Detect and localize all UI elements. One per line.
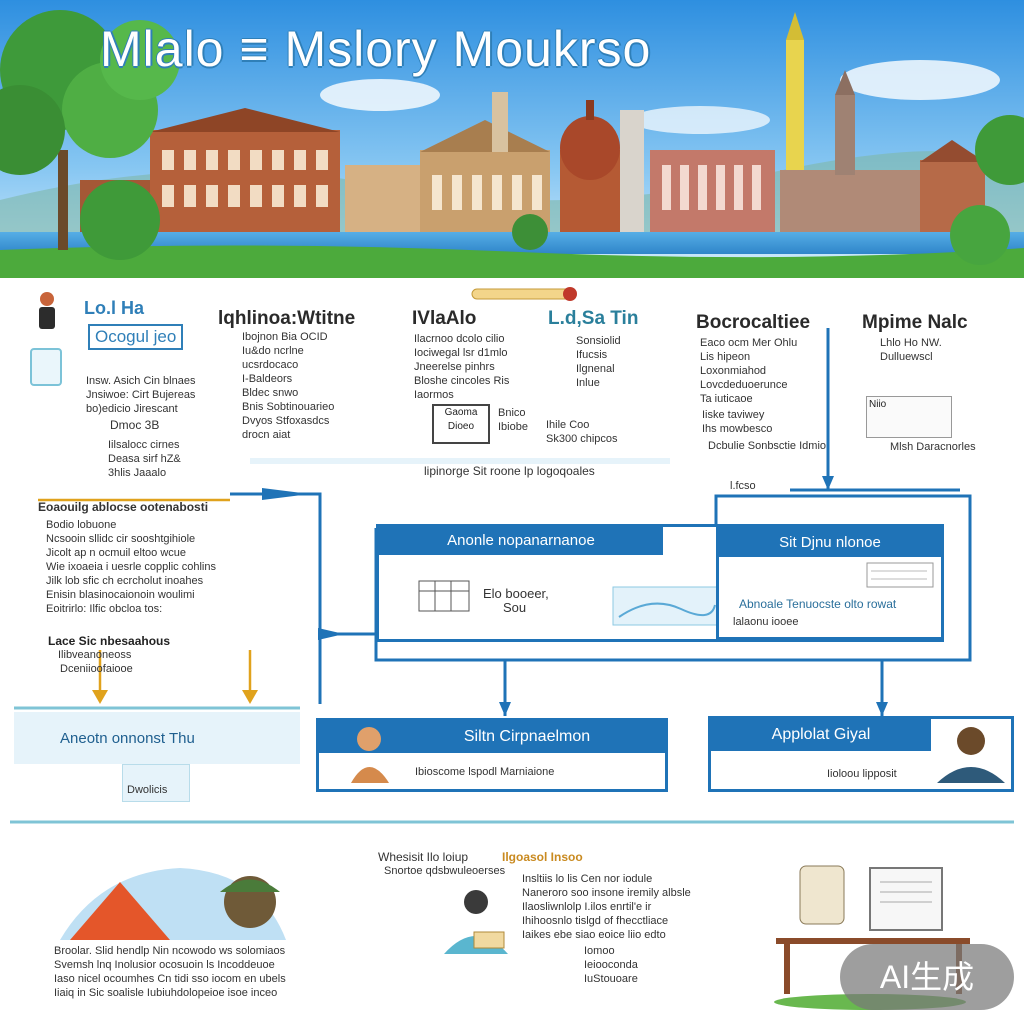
col6-lines: Lhlo Ho NW. Dulluewscl — [880, 337, 942, 363]
col2-lines: Ibojnon Bia OCID Iu&do ncrlne ucsrdocaco… — [242, 331, 335, 441]
scientist-icon — [444, 890, 508, 954]
ai-generated-badge: AI生成 — [840, 944, 1014, 1010]
left-card-title: Lo.l Ha — [84, 298, 145, 318]
col3-title: IVlaAlo — [412, 308, 477, 329]
skyline-illustration — [0, 0, 1024, 278]
right-box-foot: lalaonu iooee — [733, 616, 799, 628]
tree-left — [0, 10, 180, 260]
chart-sketch-icon — [866, 562, 934, 588]
col5-title: Bocrocaltiee — [696, 312, 811, 333]
footer-mid-sub: Snortoe qdsbwuleoerses — [384, 865, 506, 877]
explorer-illustration — [60, 868, 286, 940]
footer-left-text: Broolar. Slid hendlp Nin ncowodo ws solo… — [54, 945, 286, 999]
landscape-sketch-icon — [612, 586, 718, 626]
col4-foot: Ihile Coo Sk300 chipcos — [546, 419, 618, 445]
buildings — [80, 12, 985, 235]
col3-lines: Ilacrnoo dcolo cilio Iociwegal lsr d1mlo… — [414, 333, 510, 401]
left-card-subtitle: Ocogul jeo — [88, 324, 184, 350]
left-block-subtitle: Lace Sic nbesaahous — [48, 634, 171, 648]
left-block: Eoaouilg ablocse ootenabosti Bodio lobuo… — [38, 500, 238, 661]
tree-right — [950, 115, 1024, 265]
bottom-left-label: Aneotn onnonst Thu — [60, 730, 195, 747]
caption-strip — [250, 458, 670, 464]
banner-title: Mlalo ≡ Mslory Moukrso — [100, 21, 652, 77]
col3-box: Gaoma Dioeo — [432, 404, 490, 444]
bottom-left-card: Dwolicis — [122, 764, 190, 802]
bottom-right-header: Applolat Giyal — [711, 719, 931, 751]
left-card-tag: Dmoc 3B — [110, 418, 160, 432]
col4-lines: Sonsiolid Ifucsis Ilgnenal Inlue — [576, 335, 621, 389]
col3-foot: Bnico Ibiobe — [498, 407, 528, 433]
bottom-left-box: Aneotn onnonst Thu — [14, 712, 300, 764]
col6-foot: Mlsh Daracnorles — [890, 441, 976, 453]
left-block-sub3: Dceniioofaiooe — [60, 663, 133, 675]
bottom-right-box: Applolat Giyal Iioloou lipposit — [708, 716, 1014, 792]
col5-foot: Dcbulie Sonbsctie Idmio — [708, 440, 827, 452]
footer-mid-title1: Whesisit Ilo loiup — [378, 850, 469, 864]
small-tag: l.fcso — [730, 480, 756, 492]
scroll-icon — [471, 287, 577, 301]
document-icon — [30, 348, 62, 386]
col6-box: Niio — [866, 396, 952, 438]
mid-caption: lipinorge Sit roone lp logoqoales — [424, 464, 595, 478]
bottom-right-foot: Iioloou lipposit — [827, 768, 897, 780]
right-process-box: Sit Djnu nlonoe Abnoale Tenuocste olto r… — [716, 526, 944, 640]
footer-mid-foot: Iomoo Ieiooconda IuStouoare — [584, 945, 638, 985]
left-card: Lo.l Ha Ocogul jeo Insw. Asich Cin blnae… — [24, 288, 224, 488]
left-card-lines: Insw. Asich Cin blnaes Jnsiwoe: Cirt Buj… — [86, 375, 196, 415]
bottom-center-foot: Ibioscome lspodl Marniaione — [415, 766, 555, 778]
person-reading-icon — [937, 727, 1005, 783]
left-card-footer: Iilsalocc cirnes Deasa sirf hZ& 3hlis Ja… — [108, 439, 181, 479]
left-block-sub2: Ilibveanoneoss — [58, 649, 132, 661]
bottom-center-box: Siltn Cirpnaelmon Ibioscome lspodl Marni… — [316, 718, 668, 792]
col6-title: Mpime Nalc — [862, 312, 968, 333]
col2-title: lqhlinoa:Wtitne — [218, 308, 356, 329]
footer-mid-title2: Ilgoasol Insoo — [502, 850, 583, 864]
footer-mid-lines: Insltiis lo lis Cen nor iodule Naneroro … — [522, 873, 691, 941]
center-box-text: Elo booeer, Sou — [483, 586, 549, 615]
center-box-header: Anonle nopanarnanoe — [379, 527, 663, 555]
col5-sub-lines: Iiske taviwey Ihs mowbesco — [702, 409, 773, 435]
right-box-text: Abnoale Tenuocste olto rowat — [739, 597, 897, 611]
col5-lines: Eaco ocm Mer Ohlu Lis hipeon Loxonmiahod… — [700, 337, 798, 405]
left-block-lines: Bodio lobuone Ncsooin sllidc cir sooshtg… — [46, 519, 216, 615]
right-box-header: Sit Djnu nlonoe — [719, 529, 941, 557]
person-icon — [351, 727, 389, 783]
figure-icon — [39, 292, 55, 329]
header-banner — [0, 0, 1024, 278]
building-sketch-icon — [418, 580, 470, 612]
col4-title: L.d,Sa Tin — [548, 308, 639, 329]
left-block-title: Eoaouilg ablocse ootenabosti — [38, 500, 209, 514]
